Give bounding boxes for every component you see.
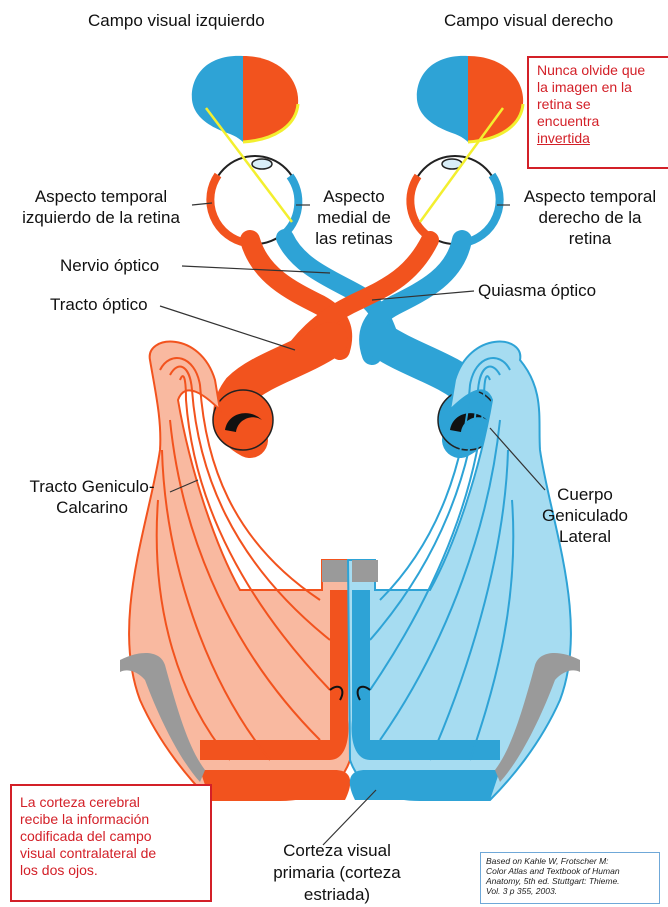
right-visual-field-label: Campo visual derecho: [444, 10, 613, 31]
right-temporal-retina-label: Aspecto temporal derecho de la retina: [515, 186, 665, 249]
left-visual-field-label: Campo visual izquierdo: [88, 10, 265, 31]
medial-retina-label: Aspecto medial de las retinas: [306, 186, 402, 249]
contralateral-field-note: La corteza cerebral recibe la informació…: [10, 784, 212, 902]
inverted-image-note: Nunca olvide que la imagen en la retina …: [527, 56, 668, 169]
left-temporal-retina-label: Aspecto temporal izquierdo de la retina: [10, 186, 192, 228]
right-eye: [410, 156, 499, 244]
primary-visual-cortex-label: Corteza visual primaria (corteza estriad…: [262, 840, 412, 906]
optic-tract-label: Tracto óptico: [50, 294, 148, 315]
source-citation: Based on Kahle W, Frotscher M: Color Atl…: [480, 852, 660, 904]
optic-nerve-label: Nervio óptico: [60, 255, 159, 276]
optic-chiasm-label: Quiasma óptico: [478, 280, 596, 301]
lateral-geniculate-body-label: Cuerpo Geniculado Lateral: [530, 484, 640, 547]
right-visual-field: [417, 56, 523, 142]
left-lgn: [213, 390, 273, 450]
geniculo-calcarine-tract-label: Tracto Geniculo- Calcarino: [12, 476, 172, 518]
left-visual-field: [192, 56, 298, 142]
